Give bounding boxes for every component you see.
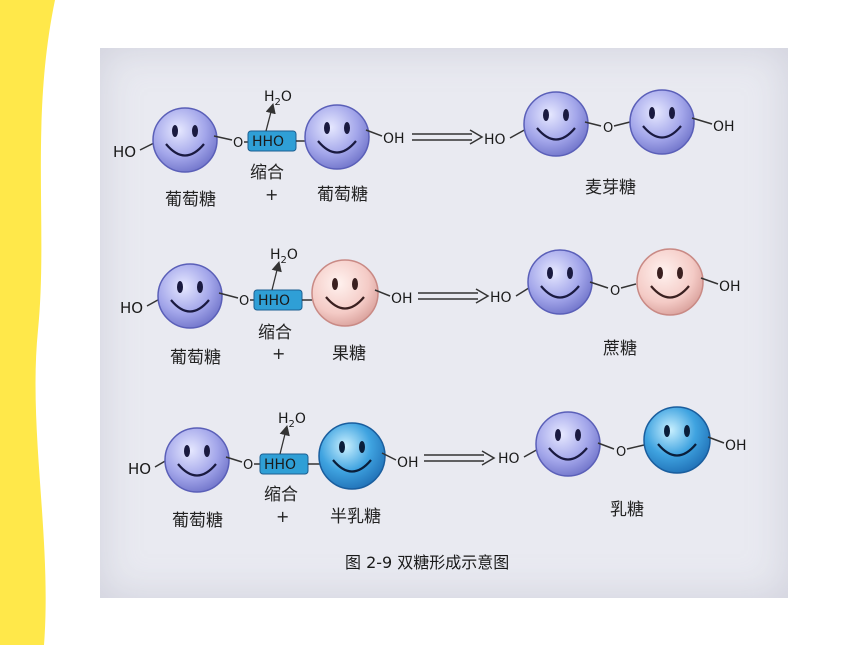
figure-caption: 图 2-9 双糖形成示意图	[345, 553, 509, 572]
glucose-molecule	[304, 104, 370, 170]
ho-label: HO	[128, 460, 151, 478]
left-sugar-label: 葡萄糖	[172, 511, 223, 531]
oh-label: OH	[391, 291, 413, 307]
plus-sign: +	[265, 185, 278, 204]
condense-label: 缩合	[258, 323, 292, 343]
fructose-molecule	[311, 259, 379, 327]
condense-label: 缩合	[250, 163, 284, 183]
left-sugar-label: 葡萄糖	[165, 190, 216, 210]
right-sugar-label: 葡萄糖	[317, 185, 368, 205]
right-sugar-label: 果糖	[332, 344, 366, 364]
reaction-row-lactose: HO O HHO H2O 缩合 OH HO	[128, 406, 747, 531]
product-o-label: O	[603, 121, 613, 136]
product-ho-label: HO	[484, 132, 506, 148]
sucrose-fructose	[636, 248, 704, 316]
sucrose-glucose	[527, 249, 593, 315]
condense-label: 缩合	[264, 485, 298, 505]
product-label: 麦芽糖	[585, 178, 636, 198]
ho-label: HO	[113, 143, 136, 161]
product-label: 乳糖	[610, 500, 644, 520]
lactose-glucose	[535, 411, 601, 477]
glucose-molecule	[152, 107, 218, 173]
product-o-label: O	[610, 284, 620, 299]
o-label: O	[239, 294, 249, 309]
product-oh-label: OH	[725, 438, 747, 454]
reaction-row-maltose: HO O HHO H2O 缩合 OH HO	[113, 89, 735, 210]
hho-label: HHO	[264, 457, 296, 473]
water-label: H2O	[264, 89, 292, 108]
hho-label: HHO	[252, 134, 284, 150]
yellow-side-band	[0, 0, 60, 645]
o-label: O	[233, 136, 243, 151]
galactose-molecule	[318, 422, 386, 490]
maltose-glucose-b	[629, 89, 695, 155]
product-label: 蔗糖	[603, 339, 637, 359]
maltose-glucose-a	[523, 91, 589, 157]
product-ho-label: HO	[498, 451, 520, 467]
o-label: O	[243, 458, 253, 473]
water-label: H2O	[278, 411, 306, 430]
product-oh-label: OH	[719, 279, 741, 295]
lactose-galactose	[643, 406, 711, 474]
reaction-row-sucrose: HO O HHO H2O 缩合 OH HO	[120, 247, 741, 368]
product-ho-label: HO	[490, 290, 512, 306]
oh-label: OH	[383, 131, 405, 147]
plus-sign: +	[272, 344, 285, 363]
water-label: H2O	[270, 247, 298, 266]
left-sugar-label: 葡萄糖	[170, 348, 221, 368]
product-oh-label: OH	[713, 119, 735, 135]
right-sugar-label: 半乳糖	[330, 507, 381, 527]
glucose-molecule	[157, 263, 223, 329]
oh-label: OH	[397, 455, 419, 471]
plus-sign: +	[276, 507, 289, 526]
glucose-molecule	[164, 427, 230, 493]
hho-label: HHO	[258, 293, 290, 309]
ho-label: HO	[120, 299, 143, 317]
product-o-label: O	[616, 445, 626, 460]
